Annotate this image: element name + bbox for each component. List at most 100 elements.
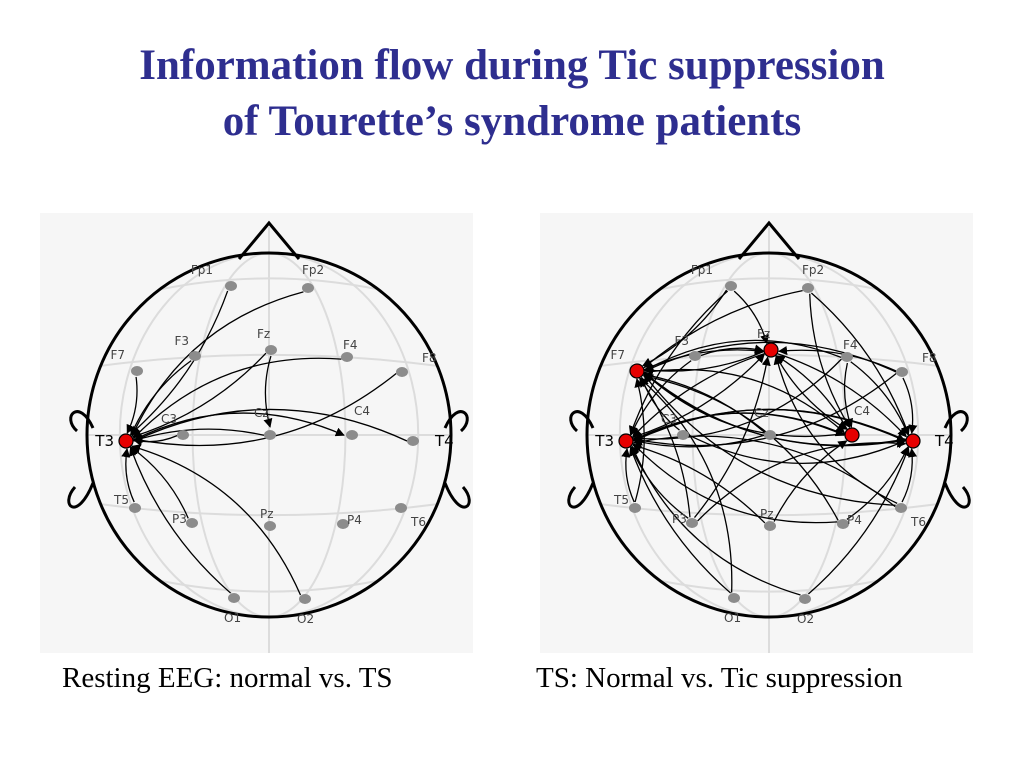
right-ear-lower (943, 482, 971, 509)
connection-F4-T3 (132, 357, 342, 439)
electrode-F3 (189, 351, 201, 361)
electrode-T4 (905, 433, 921, 449)
electrode-T5 (629, 503, 641, 513)
electrode-F8 (896, 367, 908, 377)
connection-Cz-T3 (633, 434, 765, 448)
connection-T3-C4 (131, 412, 345, 442)
connection-O1-F7 (639, 377, 733, 593)
connection-Pz-C4 (773, 440, 848, 522)
electrode-label-Fp2: Fp2 (802, 263, 824, 277)
caption-tic-suppression: TS: Normal vs. Tic suppression (536, 662, 903, 694)
electrode-label-C4: C4 (854, 404, 870, 418)
electrode-label-Pz: Pz (260, 507, 274, 521)
electrode-T3 (118, 433, 134, 449)
electrode-label-Fz: Fz (257, 327, 270, 341)
electrode-label-T3: T3 (594, 432, 614, 450)
electrode-O1 (728, 593, 740, 603)
electrode-C4 (844, 427, 860, 443)
electrode-P3 (186, 518, 198, 528)
electrode-label-T4: T4 (434, 432, 454, 450)
electrode-Fz (265, 345, 277, 355)
electrode-label-Fp1: Fp1 (691, 263, 713, 277)
electrode-T6 (395, 503, 407, 513)
electrode-label-F8: F8 (422, 351, 437, 365)
electrode-Fp1 (725, 281, 737, 291)
electrode-label-T4: T4 (934, 432, 954, 450)
connection-Fp2-F7 (643, 289, 803, 369)
electrode-T5 (129, 503, 141, 513)
electrode-label-C4: C4 (354, 404, 370, 418)
electrode-label-F3: F3 (674, 334, 689, 348)
electrode-C3 (677, 430, 689, 440)
electrode-label-C3: C3 (661, 412, 677, 426)
electrode-label-Fz: Fz (757, 327, 770, 341)
electrode-label-P3: P3 (672, 512, 687, 526)
electrode-P4 (337, 519, 349, 529)
connection-F8-Fz (777, 346, 897, 372)
electrode-Fp2 (302, 283, 314, 293)
electrode-Fp1 (225, 281, 237, 291)
connection-T5-T3 (121, 448, 135, 503)
electrode-label-O1: O1 (724, 611, 741, 625)
electrode-label-Fp2: Fp2 (302, 263, 324, 277)
connection-O2-T3 (131, 444, 302, 596)
connection-Fp2-T4 (810, 292, 910, 436)
electrode-T4 (407, 436, 419, 446)
right-ear-upper (443, 410, 469, 433)
connection-Cz-F7 (643, 371, 766, 433)
connection-Fp1-F7 (642, 289, 728, 367)
electrode-F4 (341, 352, 353, 362)
connection-T6-F7 (643, 373, 896, 506)
caption-resting: Resting EEG: normal vs. TS (62, 662, 393, 694)
left-ear-upper (69, 410, 95, 433)
connection-Fp1-Fz (733, 290, 769, 345)
right-ear-lower (443, 482, 471, 509)
connection-Fp2-T3 (131, 291, 304, 437)
electrode-label-F4: F4 (343, 338, 358, 352)
electrode-P4 (837, 519, 849, 529)
connection-Fz-T3 (131, 352, 267, 439)
electrode-label-F3: F3 (174, 334, 189, 348)
connection-Fz-T3 (632, 352, 767, 438)
electrode-label-Cz: Cz (254, 406, 269, 420)
slide-title: Information flow during Tic suppression … (0, 38, 1024, 150)
electrode-label-P4: P4 (347, 513, 362, 527)
connection-F4-T4 (850, 361, 910, 436)
connection-T4-T3 (633, 408, 908, 442)
electrode-F3 (689, 351, 701, 361)
electrode-T3 (618, 433, 634, 449)
connection-T3-Fz (630, 353, 765, 439)
electrode-label-C3: C3 (161, 412, 177, 426)
slide-title-line-2: of Tourette’s syndrome patients (222, 98, 802, 145)
electrode-label-T5: T5 (613, 493, 629, 507)
electrode-Pz (764, 521, 776, 531)
electrode-label-F7: F7 (110, 348, 125, 362)
connection-P3-F7 (639, 377, 691, 518)
connection-F3-T3 (130, 360, 192, 436)
connection-Pz-T3 (632, 442, 766, 524)
electrode-label-Fp1: Fp1 (191, 263, 213, 277)
connection-T4-T3 (133, 408, 408, 442)
connection-Fz-T4 (775, 352, 907, 438)
electrode-Cz (764, 430, 776, 440)
slide-title-line-1: Information flow during Tic suppression (139, 42, 885, 89)
nose-shape (737, 220, 801, 260)
head-outline (67, 220, 471, 619)
connection-T6-Fz (773, 355, 898, 504)
connection-T5-T3 (621, 448, 635, 503)
head-circle (585, 251, 953, 619)
connection-Fp1-T3 (129, 290, 229, 435)
electrode-F8 (396, 367, 408, 377)
electrode-label-Cz: Cz (754, 406, 769, 420)
electrode-T6 (895, 503, 907, 513)
electrode-F4 (841, 352, 853, 362)
electrode-label-T3: T3 (94, 432, 114, 450)
electrode-F7 (131, 366, 143, 376)
electrode-label-Pz: Pz (760, 507, 774, 521)
connection-C3-T4 (688, 434, 906, 464)
electrode-Cz (264, 430, 276, 440)
electrode-F7 (629, 363, 645, 379)
